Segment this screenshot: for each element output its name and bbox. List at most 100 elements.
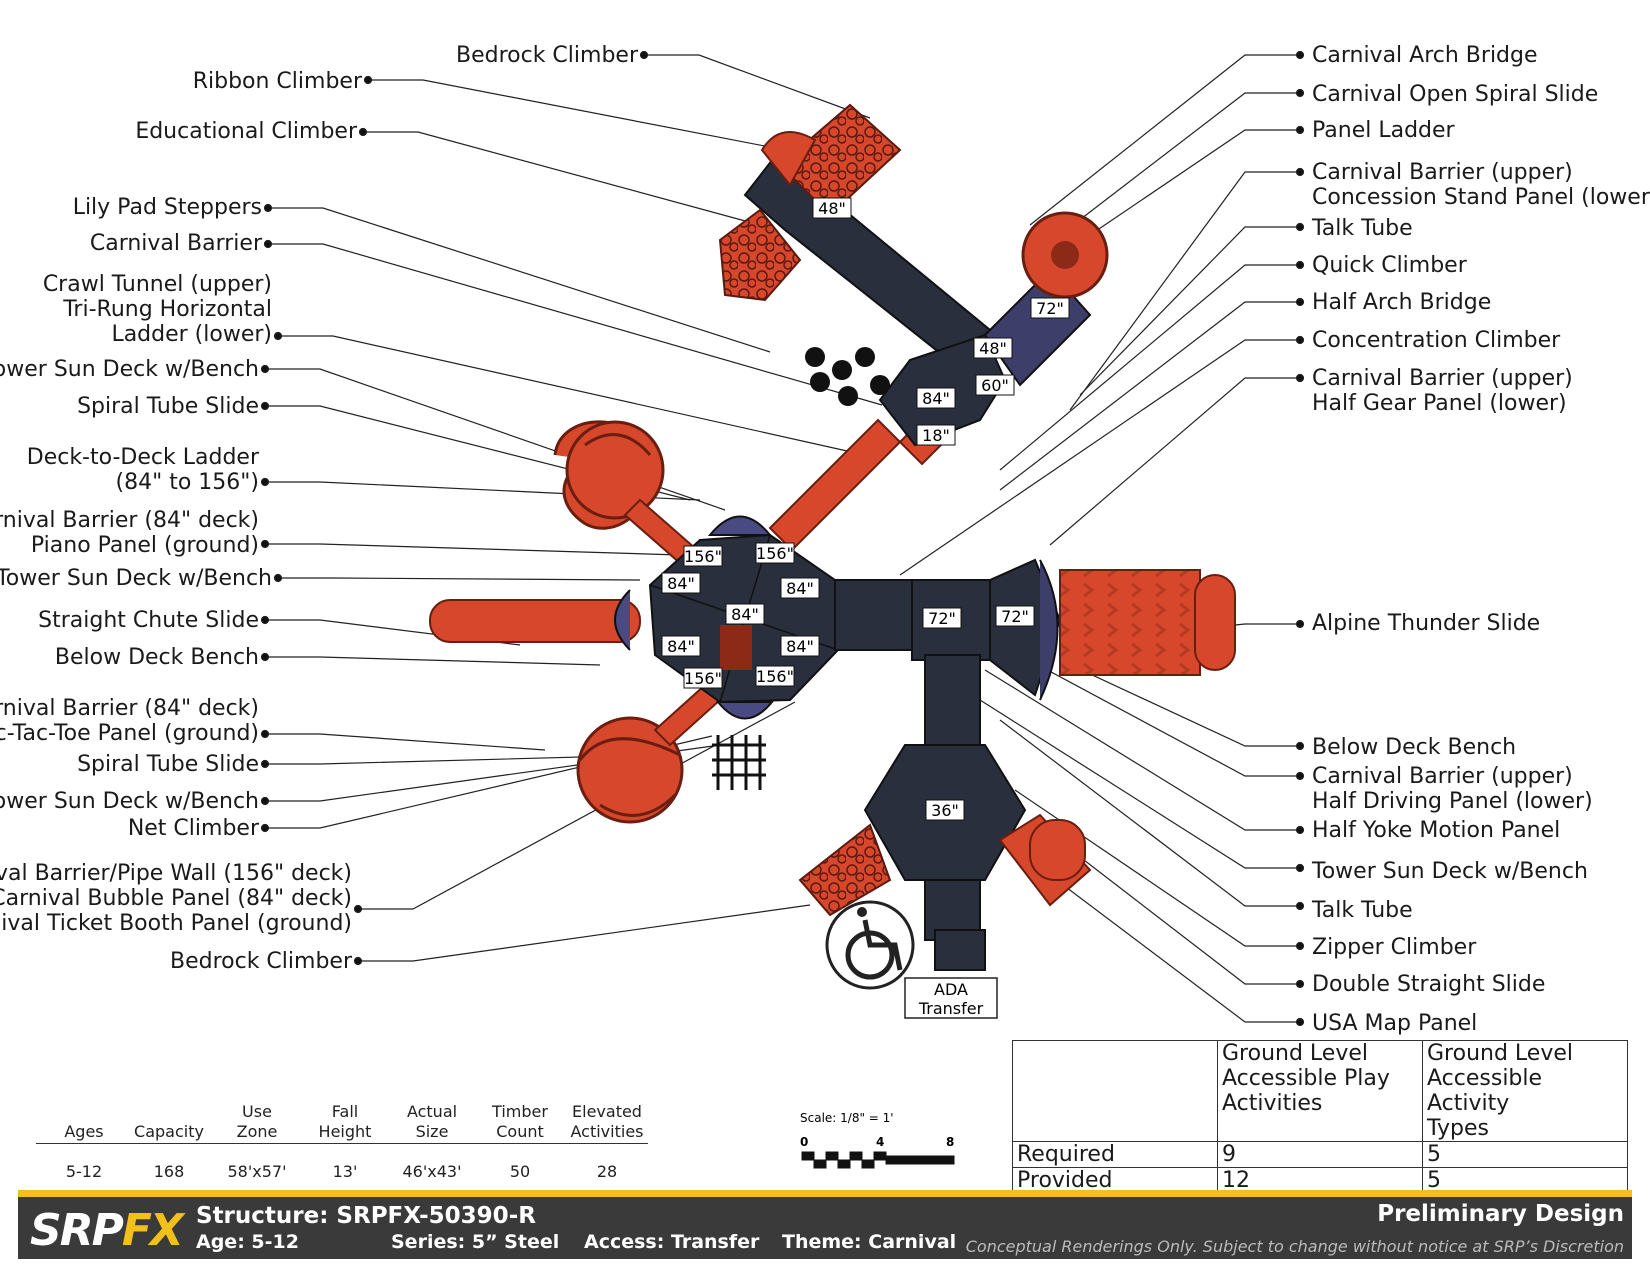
- spiral-tube-slide-lower: [576, 683, 722, 824]
- leader-left-5: [273, 331, 866, 456]
- label-line: Crawl Tunnel (upper): [42, 272, 272, 297]
- label-line: Half Gear Panel (lower): [1312, 391, 1567, 416]
- ada-line2: Transfer: [918, 999, 984, 1018]
- leader-right-10: [1059, 659, 1305, 751]
- leader-left-17: [353, 701, 796, 914]
- label-right-1: Carnival Open Spiral Slide: [1312, 82, 1598, 107]
- label-line: Carnival Arch Bridge: [1312, 43, 1538, 68]
- scale-tick-8: 8: [946, 1135, 954, 1149]
- leader-left-10: [273, 573, 641, 583]
- label-right-2: Panel Ladder: [1312, 118, 1455, 143]
- label-line: Panel Ladder: [1312, 118, 1455, 143]
- deck-height-1: 72": [1030, 297, 1070, 319]
- label-line: Lily Pad Steppers: [72, 195, 262, 220]
- ada-transfer-box: ADA Transfer: [904, 977, 998, 1019]
- alpine-thunder-slide: [1059, 569, 1236, 676]
- leader-left-14: [260, 754, 656, 769]
- stat-header: Ages: [64, 1122, 104, 1141]
- label-left-9: Carnival Barrier (84" deck)Piano Panel (…: [0, 508, 259, 558]
- label-line: Tic-Tac-Toe Panel (ground): [0, 721, 259, 746]
- label-right-5: Quick Climber: [1312, 253, 1467, 278]
- label-line: Concession Stand Panel (lower): [1312, 185, 1650, 210]
- scale-tick-0: 0: [800, 1135, 808, 1149]
- label-left-6: Tower Sun Deck w/Bench: [0, 357, 259, 382]
- deck-height-16: 72": [995, 605, 1035, 627]
- svg-text:156": 156": [684, 547, 722, 566]
- label-left-0: Bedrock Climber: [456, 43, 638, 68]
- label-right-15: Zipper Climber: [1312, 935, 1476, 960]
- stat-value: 28: [596, 1162, 618, 1181]
- design-status: Preliminary Design: [1377, 1201, 1624, 1227]
- label-line: Deck-to-Deck Ladder: [26, 445, 259, 470]
- leader-right-12: [984, 669, 1305, 835]
- leader-left-2: [358, 127, 761, 226]
- label-line: Carnival Open Spiral Slide: [1312, 82, 1599, 107]
- deck-height-labels: 48"72"48"60"84"18"156"156"84"84"84"84"84…: [661, 197, 1070, 821]
- leader-right-7: [899, 335, 1305, 576]
- leader-right-13: [979, 699, 1305, 873]
- label-line: Alpine Thunder Slide: [1312, 611, 1541, 636]
- svg-text:72": 72": [1001, 607, 1029, 626]
- label-line: Bedrock Climber: [455, 43, 638, 68]
- label-left-16: Net Climber: [128, 816, 259, 841]
- label-line: Talk Tube: [1312, 216, 1413, 241]
- acc-row-label: Required: [1012, 1141, 1218, 1168]
- open-spiral-slide: [1021, 211, 1109, 299]
- label-line: Tower Sun Deck w/Bench: [1312, 859, 1588, 884]
- label-line: Piano Panel (ground): [30, 533, 259, 558]
- label-line: Spiral Tube Slide: [77, 394, 259, 419]
- straight-chute-slide: [429, 589, 641, 651]
- label-line: Carnival Ticket Booth Panel (ground): [0, 911, 352, 936]
- label-line: Double Straight Slide: [1312, 972, 1546, 997]
- bedrock-climber-lower: [798, 823, 892, 917]
- srpfx-logo: SRPFX: [30, 1205, 184, 1256]
- label-line: Half Yoke Motion Panel: [1312, 818, 1561, 843]
- leader-left-12: [260, 652, 601, 666]
- stat-value: 168: [153, 1162, 185, 1181]
- acc-corner: [1012, 1040, 1218, 1142]
- footer-access: Access: Transfer: [584, 1231, 760, 1253]
- leader-left-13: [260, 729, 546, 751]
- accessibility-table: Ground Level Accessible Play Activities …: [1012, 1040, 1628, 1194]
- deck-height-9: 84": [780, 577, 820, 599]
- label-right-13: Tower Sun Deck w/Bench: [1312, 859, 1588, 884]
- label-line: Below Deck Bench: [1312, 735, 1517, 760]
- acc-header-play: Ground Level Accessible Play Activities: [1217, 1040, 1423, 1142]
- stat-value: 50: [509, 1162, 531, 1181]
- label-line: Spiral Tube Slide: [77, 752, 259, 777]
- svg-text:18": 18": [922, 426, 950, 445]
- svg-text:84": 84": [667, 574, 695, 593]
- label-right-0: Carnival Arch Bridge: [1312, 43, 1538, 68]
- label-line: Educational Climber: [135, 119, 357, 144]
- label-line: (84" to 156"): [115, 470, 259, 495]
- footer-bar: SRPFX Structure: SRPFX-50390-R Age: 5-12…: [18, 1190, 1632, 1259]
- disclaimer: Conceptual Renderings Only. Subject to c…: [965, 1237, 1624, 1256]
- label-left-3: Lily Pad Steppers: [73, 195, 262, 220]
- label-line: Half Arch Bridge: [1312, 290, 1492, 315]
- label-left-7: Spiral Tube Slide: [77, 394, 259, 419]
- svg-text:36": 36": [931, 801, 959, 820]
- deck-height-7: 156": [755, 542, 795, 564]
- svg-text:156": 156": [756, 544, 794, 563]
- svg-text:72": 72": [928, 609, 956, 628]
- svg-text:156": 156": [756, 667, 794, 686]
- deck-height-4: 84": [916, 387, 956, 409]
- leader-right-15: [1014, 789, 1305, 951]
- leader-right-11: [1009, 649, 1305, 781]
- label-right-12: Half Yoke Motion Panel: [1312, 818, 1560, 843]
- net-climber: [712, 735, 766, 790]
- label-line: Carnival Barrier/Pipe Wall (156" deck): [0, 861, 352, 886]
- deck-height-2: 48": [973, 337, 1013, 359]
- label-right-3: Carnival Barrier (upper)Concession Stand…: [1312, 160, 1650, 210]
- stat-value: 46'x43': [402, 1162, 462, 1181]
- svg-text:84": 84": [922, 389, 950, 408]
- leader-right-14: [999, 719, 1305, 911]
- scale-bar: Scale: 1/8" = 1' 0 4 8: [800, 1111, 955, 1169]
- label-right-7: Concentration Climber: [1312, 328, 1560, 353]
- label-line: Carnival Bubble Panel (84" deck): [0, 886, 352, 911]
